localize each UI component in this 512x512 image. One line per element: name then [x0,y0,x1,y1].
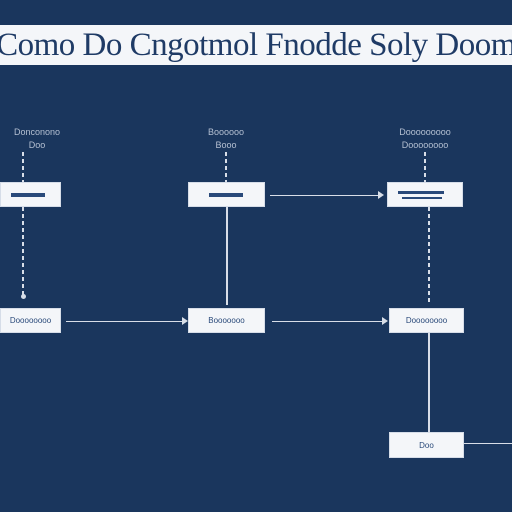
node-col3-top[interactable] [387,182,463,207]
arrow-col2-col3-mid [272,321,382,322]
node-col2-top-bar [209,193,243,197]
column-2-label-line1: Boooooo [207,127,245,137]
column-3-label: Dooooooooo Doooooooo [370,126,480,152]
node-col2-top[interactable] [188,182,265,207]
node-col3-mid[interactable]: Doooooooo [389,308,464,333]
node-col2-mid[interactable]: Booooooo [188,308,265,333]
column-1-label-line1: Donconono [13,127,61,137]
arrowhead-col2-col3-top [378,191,384,199]
col2-vertical-connector [226,207,228,305]
col3-mid-bottom-connector [428,333,430,432]
node-col3-bottom-text: Doo [419,440,434,450]
col3-vertical-connector [428,207,430,305]
column-3-label-line2: Doooooooo [401,140,449,150]
node-col3-bottom[interactable]: Doo [389,432,464,458]
column-1-label: Donconono Doo [0,126,92,152]
column-1-label-line2: Doo [28,140,46,150]
col2-label-connector [225,152,227,182]
arrow-col1-col2-mid [66,321,182,322]
node-col1-top[interactable] [0,182,61,207]
node-col3-mid-text: Doooooooo [405,316,448,325]
arrowhead-col1-col2-mid [182,317,188,325]
node-col3-top-bar2 [402,197,442,199]
node-col1-top-bar [11,193,45,197]
title-banner: Como Do Cngotmol Fnodde Soly Doom [0,25,512,65]
diagram-title: Como Do Cngotmol Fnodde Soly Doom [0,26,512,63]
arrow-col2-col3-top [270,195,378,196]
column-3-label-line1: Dooooooooo [399,127,451,137]
column-2-label-line2: Booo [215,140,237,150]
node-col1-mid[interactable]: Doooooooo [0,308,61,333]
node-col3-top-bar [398,191,444,194]
col1-label-connector [22,152,24,182]
col1-connector-dot [21,294,26,299]
column-2-label: Boooooo Booo [171,126,281,152]
col3-label-connector [424,152,426,182]
node-col2-mid-text: Booooooo [208,316,245,325]
bottom-exit-connector [464,443,512,444]
node-col1-mid-text: Doooooooo [9,316,52,325]
col1-vertical-connector [22,207,24,295]
arrowhead-col2-col3-mid [382,317,388,325]
